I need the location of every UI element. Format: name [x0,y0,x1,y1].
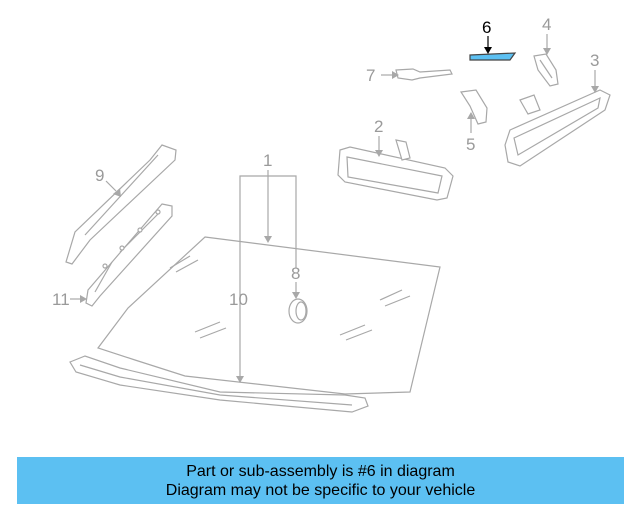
callout-7: 7 [366,66,375,85]
parts-diagram: 1 2 3 4 5 6 7 8 9 10 11 [52,15,611,413]
banner-line-1: Part or sub-assembly is #6 in diagram [186,462,455,480]
callout-8: 8 [291,264,300,283]
mirror-center [337,139,454,201]
callout-10: 10 [229,290,248,309]
mirror-bracket [533,53,559,87]
callout-1: 1 [263,151,272,170]
rain-sensor [288,298,308,324]
callout-9: 9 [95,166,104,185]
leader-lines [70,34,599,383]
side-molding-upper [65,144,177,265]
info-banner: Part or sub-assembly is #6 in diagram Di… [17,457,624,504]
callout-2: 2 [374,117,383,136]
callout-3: 3 [590,51,599,70]
lower-molding [69,355,369,413]
callout-4: 4 [542,15,551,34]
highlighted-part-6 [469,52,517,61]
bracket-cover [459,89,488,125]
side-molding-lower [85,203,173,307]
wire-harness [395,68,453,81]
callout-labels: 1 2 3 4 5 6 7 8 9 10 11 [52,15,599,309]
mirror-right [504,89,611,167]
callout-6: 6 [482,18,491,37]
callout-5: 5 [466,135,475,154]
windshield-glass [97,236,441,395]
callout-11: 11 [52,290,70,309]
banner-line-2: Diagram may not be specific to your vehi… [165,481,476,499]
